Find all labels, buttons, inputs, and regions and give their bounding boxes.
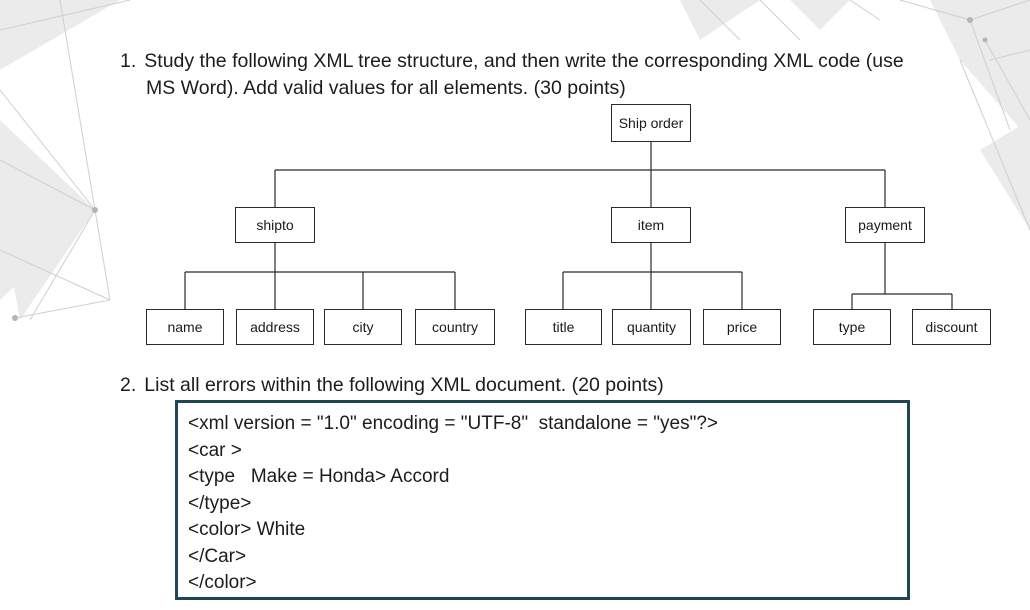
code-line-color-open: <color> White (188, 519, 306, 540)
node-ship-order: Ship order (611, 104, 691, 142)
code-line-xml-declaration: <xml version = "1.0" encoding = "UTF-8" … (188, 413, 718, 434)
question-1-line-1: Study the following XML tree structure, … (144, 50, 904, 72)
node-price: price (703, 309, 781, 345)
question-2: 2. List all errors within the following X… (120, 372, 920, 399)
node-name: name (146, 309, 224, 345)
code-line-type-close: </type> (188, 492, 252, 514)
code-line-color-close: </color> (188, 572, 257, 593)
code-line-car-open: <car > (188, 439, 242, 461)
node-type: type (813, 309, 891, 345)
question-1-number: 1. (120, 50, 137, 72)
question-2-number: 2. (120, 374, 137, 396)
question-2-text: List all errors within the following XML… (144, 374, 664, 396)
node-city: city (324, 309, 402, 345)
code-line-type-open: <type Make = Honda> Accord (188, 466, 450, 487)
node-shipto: shipto (235, 207, 315, 243)
question-1-line-2: MS Word). Add valid values for all eleme… (146, 77, 626, 99)
node-item: item (611, 207, 691, 243)
code-line-car-close: </Car> (188, 545, 247, 567)
xml-code-box: <xml version = "1.0" encoding = "UTF-8" … (175, 400, 910, 600)
node-quantity: quantity (612, 309, 691, 345)
node-payment: payment (845, 207, 925, 243)
node-address: address (236, 309, 314, 345)
node-title: title (525, 309, 602, 345)
node-country: country (415, 309, 495, 345)
question-1: 1. Study the following XML tree structure… (120, 48, 960, 102)
node-discount: discount (912, 309, 991, 345)
